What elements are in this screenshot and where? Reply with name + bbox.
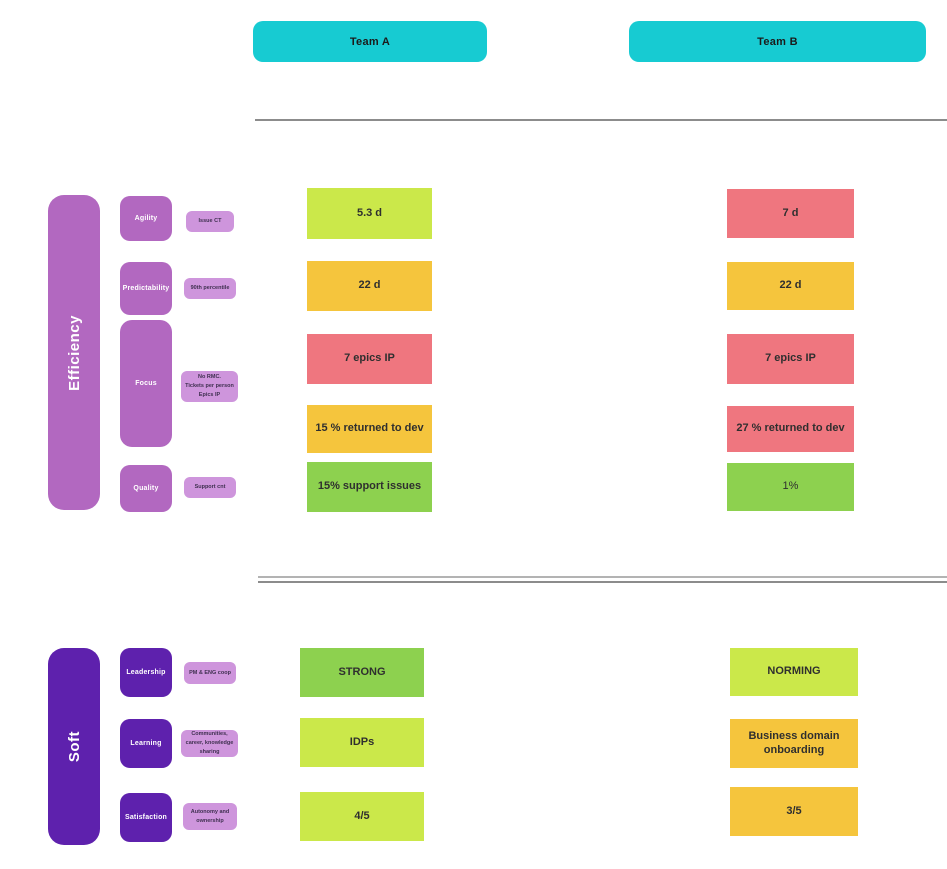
efficiency-section-bar: Efficiency — [48, 195, 100, 510]
team-b-value-epics: 7 epics IP — [727, 334, 854, 384]
team-a-value-satisfaction: 4/5 — [300, 792, 424, 841]
soft-section-label: Soft — [65, 730, 83, 763]
note-focus: No RMC. Tickets per person Epics IP — [181, 371, 238, 402]
metric-predictability: Predictability — [120, 262, 172, 315]
team-b-value-agility: 7 d — [727, 189, 854, 238]
team-a-value-leadership: STRONG — [300, 648, 424, 697]
efficiency-section-label: Efficiency — [65, 314, 83, 391]
metric-learning: Learning — [120, 719, 172, 768]
note-quality: Support cnt — [184, 477, 236, 498]
top-divider-line — [255, 119, 947, 121]
team-b-value-satisfaction: 3/5 — [730, 787, 858, 836]
metric-quality: Quality — [120, 465, 172, 512]
metric-agility: Agility — [120, 196, 172, 241]
note-satisfaction: Autonomy and ownership — [183, 803, 237, 830]
team-b-value-learning: Business domain onboarding — [730, 719, 858, 768]
metric-satisfaction: Satisfaction — [120, 793, 172, 842]
team-a-value-returned: 15 % returned to dev — [307, 405, 432, 453]
note-learning: Communities, career, knowledge sharing — [181, 730, 238, 757]
note-agility: Issue CT — [186, 211, 234, 232]
team-b-value-leadership: NORMING — [730, 648, 858, 696]
team-b-header: Team B — [629, 21, 926, 62]
team-b-value-predictability: 22 d — [727, 262, 854, 310]
team-a-value-quality: 15% support issues — [307, 462, 432, 512]
note-predictability: 90th percentile — [184, 278, 236, 299]
section-divider-line-upper — [258, 576, 947, 578]
soft-section-bar: Soft — [48, 648, 100, 845]
metric-focus: Focus — [120, 320, 172, 447]
team-a-value-learning: IDPs — [300, 718, 424, 767]
team-a-value-predictability: 22 d — [307, 261, 432, 311]
team-a-value-agility: 5.3 d — [307, 188, 432, 239]
note-leadership: PM & ENG coop — [184, 662, 236, 684]
team-b-value-returned: 27 % returned to dev — [727, 406, 854, 452]
team-b-value-quality: 1% — [727, 463, 854, 511]
metric-leadership: Leadership — [120, 648, 172, 697]
section-divider-line-lower — [258, 581, 947, 583]
team-a-value-epics: 7 epics IP — [307, 334, 432, 384]
team-a-header: Team A — [253, 21, 487, 62]
